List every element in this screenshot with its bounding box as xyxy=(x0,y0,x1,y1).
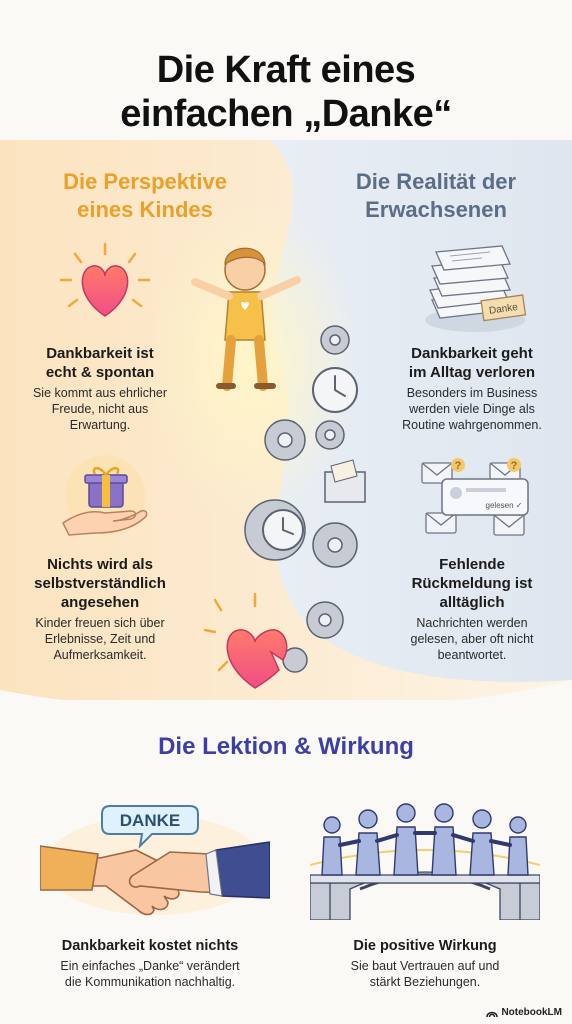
adult-item-2-text: Nachrichten werden gelesen, aber oft nic… xyxy=(410,616,534,662)
svg-text:?: ? xyxy=(511,460,518,472)
danke-bubble-label: DANKE xyxy=(120,811,180,830)
lesson-heading: Die Lektion & Wirkung xyxy=(158,733,414,760)
title-line-2: einfachen „Danke“ xyxy=(120,93,452,135)
child-item-2-text: Kinder freuen sich über Erlebnisse, Zeit… xyxy=(35,616,165,662)
adult-item-lost-in-routine: Dankbarkeit geht im Alltag verloren Beso… xyxy=(372,344,572,433)
lesson-item-2-text: Sie baut Vertrauen auf und stärkt Bezieh… xyxy=(350,959,500,989)
adult-item-1-text: Besonders im Business werden viele Dinge… xyxy=(402,386,542,432)
child-item-genuine: Dankbarkeit ist echt & spontan Sie kommt… xyxy=(0,344,200,433)
child-heading-line-2: eines Kindes xyxy=(77,197,213,222)
child-item-1-text: Sie kommt aus ehrlicher Freude, nicht au… xyxy=(32,386,168,432)
child-item-1-title: Dankbarkeit ist echt & spontan xyxy=(45,345,155,381)
paper-stack-icon: Danke xyxy=(425,245,527,332)
adult-heading-line-2: Erwachsenen xyxy=(365,197,507,222)
lesson-item-2-title: Die positive Wirkung xyxy=(353,938,497,954)
people-on-bridge-icon xyxy=(310,803,540,920)
heart-icon xyxy=(59,242,151,317)
child-heading-line-1: Die Perspektive xyxy=(63,169,227,194)
child-item-2-title: Nichts wird als selbstverständlich anges… xyxy=(34,556,166,611)
clock-icon xyxy=(262,367,358,551)
lesson-item-positive-effect: Die positive Wirkung Sie baut Vertrauen … xyxy=(300,937,550,990)
breaking-heart-icon xyxy=(203,592,288,689)
adult-item-2-title: Fehlende Rückmeldung ist alltäglich xyxy=(411,556,533,611)
folder-icon xyxy=(324,459,366,503)
adult-item-missing-feedback: Fehlende Rückmeldung ist alltäglich Nach… xyxy=(372,555,572,663)
danke-note-label: Danke xyxy=(488,302,519,317)
child-perspective-heading: Die Perspektive eines Kindes xyxy=(10,168,280,224)
adult-heading-line-1: Die Realität der xyxy=(355,169,517,194)
lesson-item-costs-nothing: Dankbarkeit kostet nichts Ein einfaches … xyxy=(20,937,280,990)
svg-text:?: ? xyxy=(455,460,462,472)
central-illustration xyxy=(191,247,366,689)
adult-reality-heading: Die Realität der Erwachsenen xyxy=(300,168,572,224)
footer-brand: NotebookLM xyxy=(486,1007,562,1018)
lesson-item-1-title: Dankbarkeit kostet nichts xyxy=(61,938,239,954)
handshake-icon: DANKE xyxy=(40,805,270,916)
message-status-label: gelesen ✓ xyxy=(486,501,523,510)
child-figure-icon xyxy=(191,247,301,391)
notebooklm-logo-icon xyxy=(486,1011,499,1017)
gift-in-hand-icon xyxy=(62,455,148,536)
child-item-not-taken-for-granted: Nichts wird als selbstverständlich anges… xyxy=(0,555,200,663)
lesson-item-1-text: Ein einfaches „Danke“ verändert die Komm… xyxy=(60,959,240,989)
title-line-1: Die Kraft eines xyxy=(156,49,416,91)
page-title: Die Kraft eines einfachen „Danke“ xyxy=(0,48,572,136)
footer-brand-label: NotebookLM xyxy=(501,1007,562,1018)
unanswered-messages-icon: gelesen ✓ ? ? xyxy=(421,458,529,536)
adult-item-1-title: Dankbarkeit geht im Alltag verloren xyxy=(408,345,536,381)
